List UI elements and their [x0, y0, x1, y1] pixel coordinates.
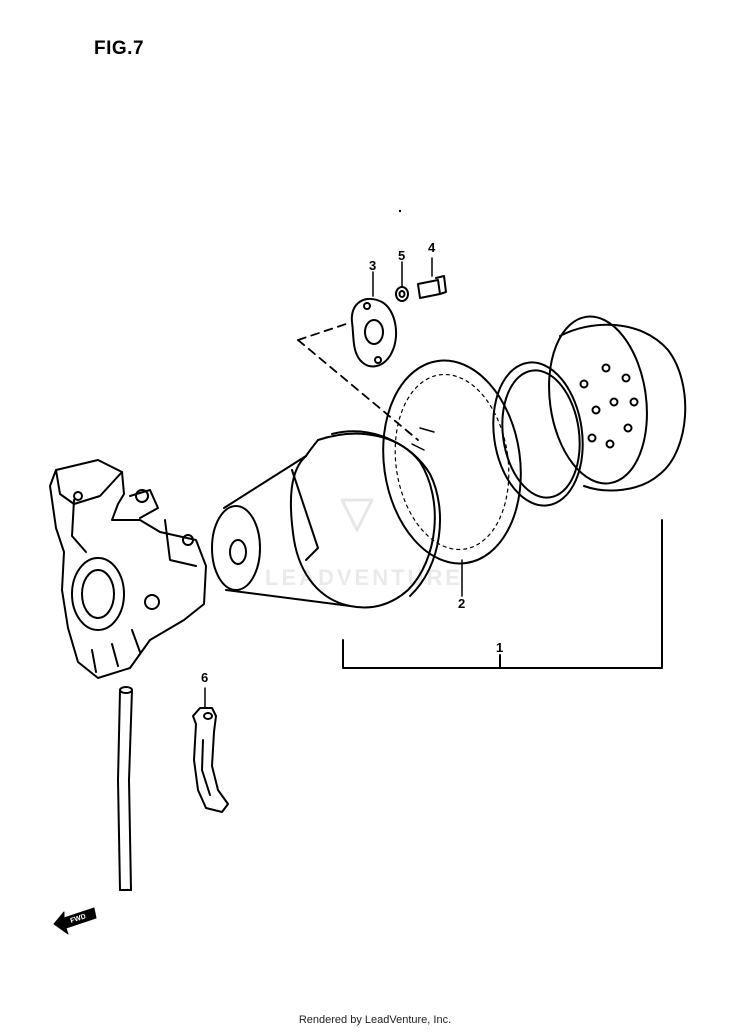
- callout-3: 3: [369, 258, 376, 273]
- carburetor: [49, 459, 207, 679]
- callout-2: 2: [458, 596, 465, 611]
- part-4-bolt: [417, 257, 447, 299]
- fuel-hose: [117, 686, 133, 891]
- callout-5: 5: [398, 248, 405, 263]
- air-cleaner-cap: [548, 315, 687, 492]
- air-intake-boot: [211, 430, 441, 609]
- part-2-filter-element: [382, 359, 522, 597]
- figure-title: FIG.7: [94, 38, 145, 59]
- speck: [398, 209, 402, 213]
- watermark: LEADVENTURE: [265, 498, 463, 590]
- callout-1: 1: [496, 640, 503, 655]
- filter-ring: [492, 361, 584, 507]
- forward-arrow: FWD: [53, 907, 97, 935]
- part-1-bracket: [342, 519, 663, 669]
- part-5-washer: [395, 261, 409, 302]
- callout-6: 6: [201, 670, 208, 685]
- forward-arrow-label: FWD: [70, 913, 87, 925]
- callout-4: 4: [428, 240, 436, 255]
- footer-credit: Rendered by LeadVenture, Inc.: [298, 1014, 452, 1026]
- watermark-text: LEADVENTURE: [265, 565, 463, 590]
- assembly-leader-dashed: [297, 323, 419, 441]
- part-3-gasket: [350, 271, 398, 368]
- part-6-strap: [192, 687, 229, 813]
